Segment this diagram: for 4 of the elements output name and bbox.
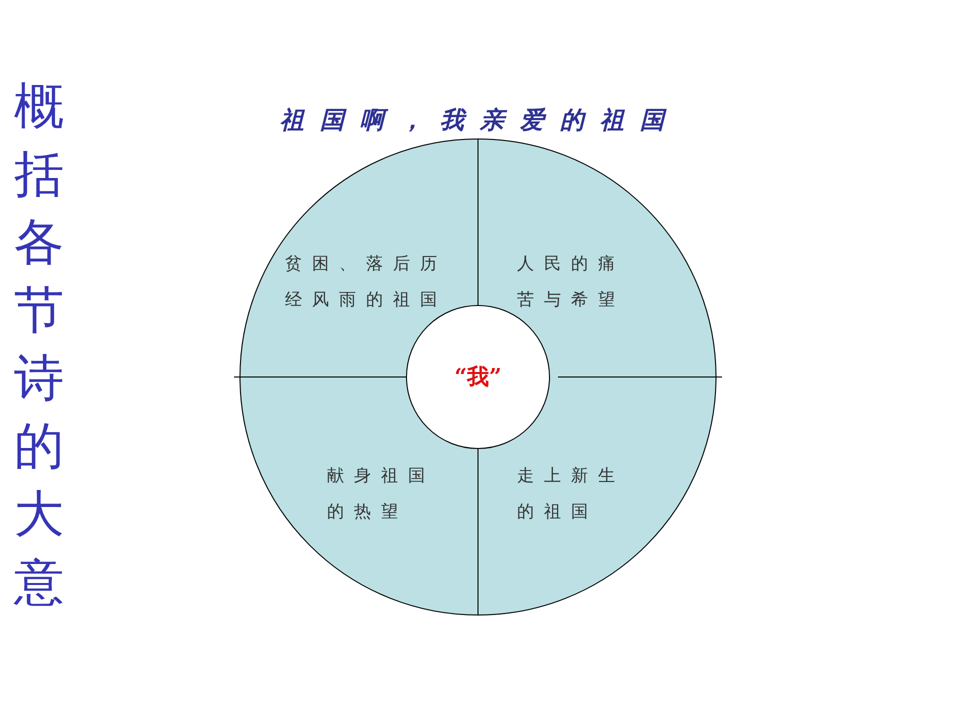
quadrant-text: 走上新生的祖国 (517, 458, 627, 530)
vertical-title: 概括各节诗的大意 (14, 76, 65, 613)
heading: 祖国啊，我亲爱的祖国 (279, 104, 681, 136)
quadrant-text: 献身祖国的热望 (327, 458, 437, 530)
